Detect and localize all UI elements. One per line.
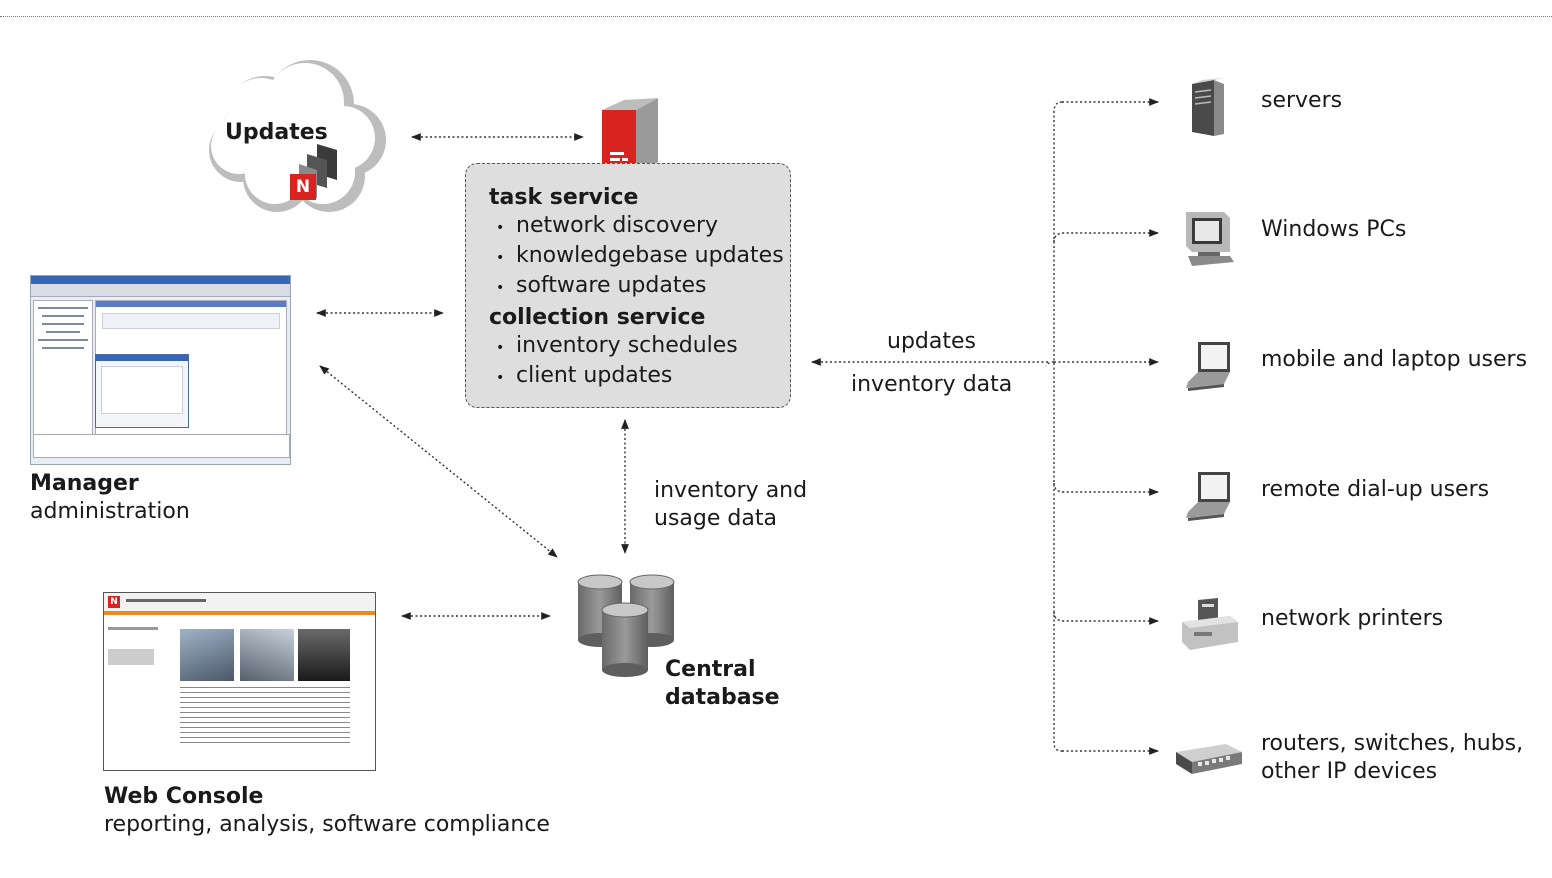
- network-switch-icon: [1176, 744, 1242, 774]
- collection-service-list: inventory schedules client updates: [496, 332, 738, 392]
- manager-title: Manager: [30, 471, 139, 496]
- database-label-2: database: [665, 685, 780, 710]
- list-item: software updates: [496, 272, 784, 302]
- device-label-mobile: mobile and laptop users: [1261, 347, 1528, 372]
- laptop-icon: [1186, 472, 1230, 521]
- device-label-servers: servers: [1261, 88, 1343, 113]
- service-box: task service network discovery knowledge…: [465, 163, 791, 408]
- device-label-routers-1: routers, switches, hubs,: [1261, 731, 1524, 756]
- device-label-dialup: remote dial-up users: [1261, 477, 1490, 502]
- web-console-subtitle: reporting, analysis, software compliance: [104, 812, 550, 837]
- collection-service-title: collection service: [489, 305, 706, 330]
- edge-label-inventory-usage-1: inventory and: [654, 478, 808, 503]
- edge-manager-db: [319, 365, 558, 558]
- list-item: network discovery: [496, 212, 784, 242]
- web-console-title: Web Console: [104, 784, 264, 809]
- database-icon: [577, 574, 675, 677]
- laptop-icon: [1186, 342, 1230, 391]
- task-server-icon: [602, 98, 658, 176]
- server-icon: [1192, 78, 1224, 136]
- list-item: client updates: [496, 362, 738, 392]
- novell-badge: N: [290, 174, 316, 200]
- web-console-screenshot: N: [103, 592, 376, 771]
- database-label-1: Central: [665, 657, 756, 682]
- list-item: inventory schedules: [496, 332, 738, 362]
- edge-label-inventory-data: inventory data: [851, 372, 1013, 397]
- manager-screenshot: [30, 275, 291, 465]
- device-label-routers-2: other IP devices: [1261, 759, 1438, 784]
- printer-icon: [1182, 598, 1238, 650]
- manager-subtitle: administration: [30, 499, 190, 524]
- list-item: knowledgebase updates: [496, 242, 784, 272]
- novell-badge: N: [108, 596, 120, 608]
- device-label-windows-pcs: Windows PCs: [1261, 217, 1407, 242]
- cloud-icon: [209, 60, 386, 212]
- cloud-label: Updates: [225, 120, 328, 145]
- device-label-printers: network printers: [1261, 606, 1444, 631]
- edge-label-updates: updates: [887, 329, 976, 354]
- edge-label-inventory-usage-2: usage data: [654, 506, 777, 531]
- task-service-title: task service: [489, 185, 639, 210]
- desktop-pc-icon: [1186, 212, 1234, 266]
- top-dotted-rule: [0, 16, 1552, 17]
- task-service-list: network discovery knowledgebase updates …: [496, 212, 784, 302]
- device-trunk: [1053, 101, 1063, 752]
